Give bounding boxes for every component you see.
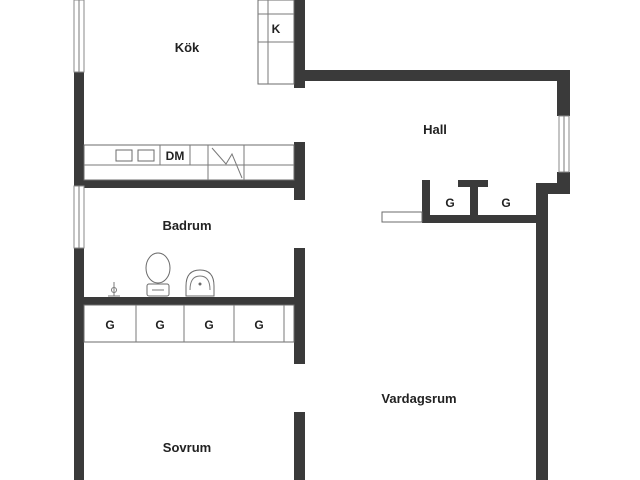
closet-wall-left [422,180,430,220]
wardrobe-3-label: G [204,318,213,332]
sink-basin-2 [137,149,155,162]
sink-basin-1 [115,149,133,162]
bedroom-right-wall [294,412,305,480]
kitchen-fixtures: K DM [83,0,295,181]
wardrobes: G G G G [83,304,295,343]
bath-bottom-wall [84,297,300,305]
windows [73,0,570,249]
closet-wall-bottom [422,215,548,223]
left-wall-bath [74,248,84,348]
hall-closet-2-label: G [501,196,510,210]
kitchen-label: Kök [175,40,200,55]
kitchen-right-wall [294,0,305,88]
hall-step-wall [536,183,570,194]
hall-top-wall [294,70,570,81]
living-room-label: Vardagsrum [381,391,456,406]
wardrobe-1-label: G [105,318,114,332]
left-wall-kitchen [74,72,84,186]
counter-right-wall [294,142,305,200]
living-right-wall [536,183,548,480]
walls [74,0,570,480]
bathroom-fixtures [108,252,215,297]
bath-right-wall [294,248,305,364]
left-wall-bedroom [74,348,84,480]
wardrobe-row [83,304,295,343]
wardrobe-2-label: G [155,318,164,332]
hall-label: Hall [423,122,447,137]
bathroom-label: Badrum [162,218,211,233]
toilet-bowl [145,252,171,284]
bedroom-label: Sovrum [163,440,211,455]
hall-shelf [381,211,423,223]
fridge-label: K [272,22,281,36]
dishwasher-label: DM [166,149,185,163]
wardrobe-4-label: G [254,318,263,332]
hall-right-wall-upper [557,70,570,116]
room-labels: Kök Hall Badrum Vardagsrum Sovrum [162,40,456,455]
hall-fixtures: G G [381,196,511,223]
stove-symbol [211,147,243,179]
hall-closet-1-label: G [445,196,454,210]
closet-wall-mid [470,180,478,220]
kitchen-bath-wall [84,180,300,188]
